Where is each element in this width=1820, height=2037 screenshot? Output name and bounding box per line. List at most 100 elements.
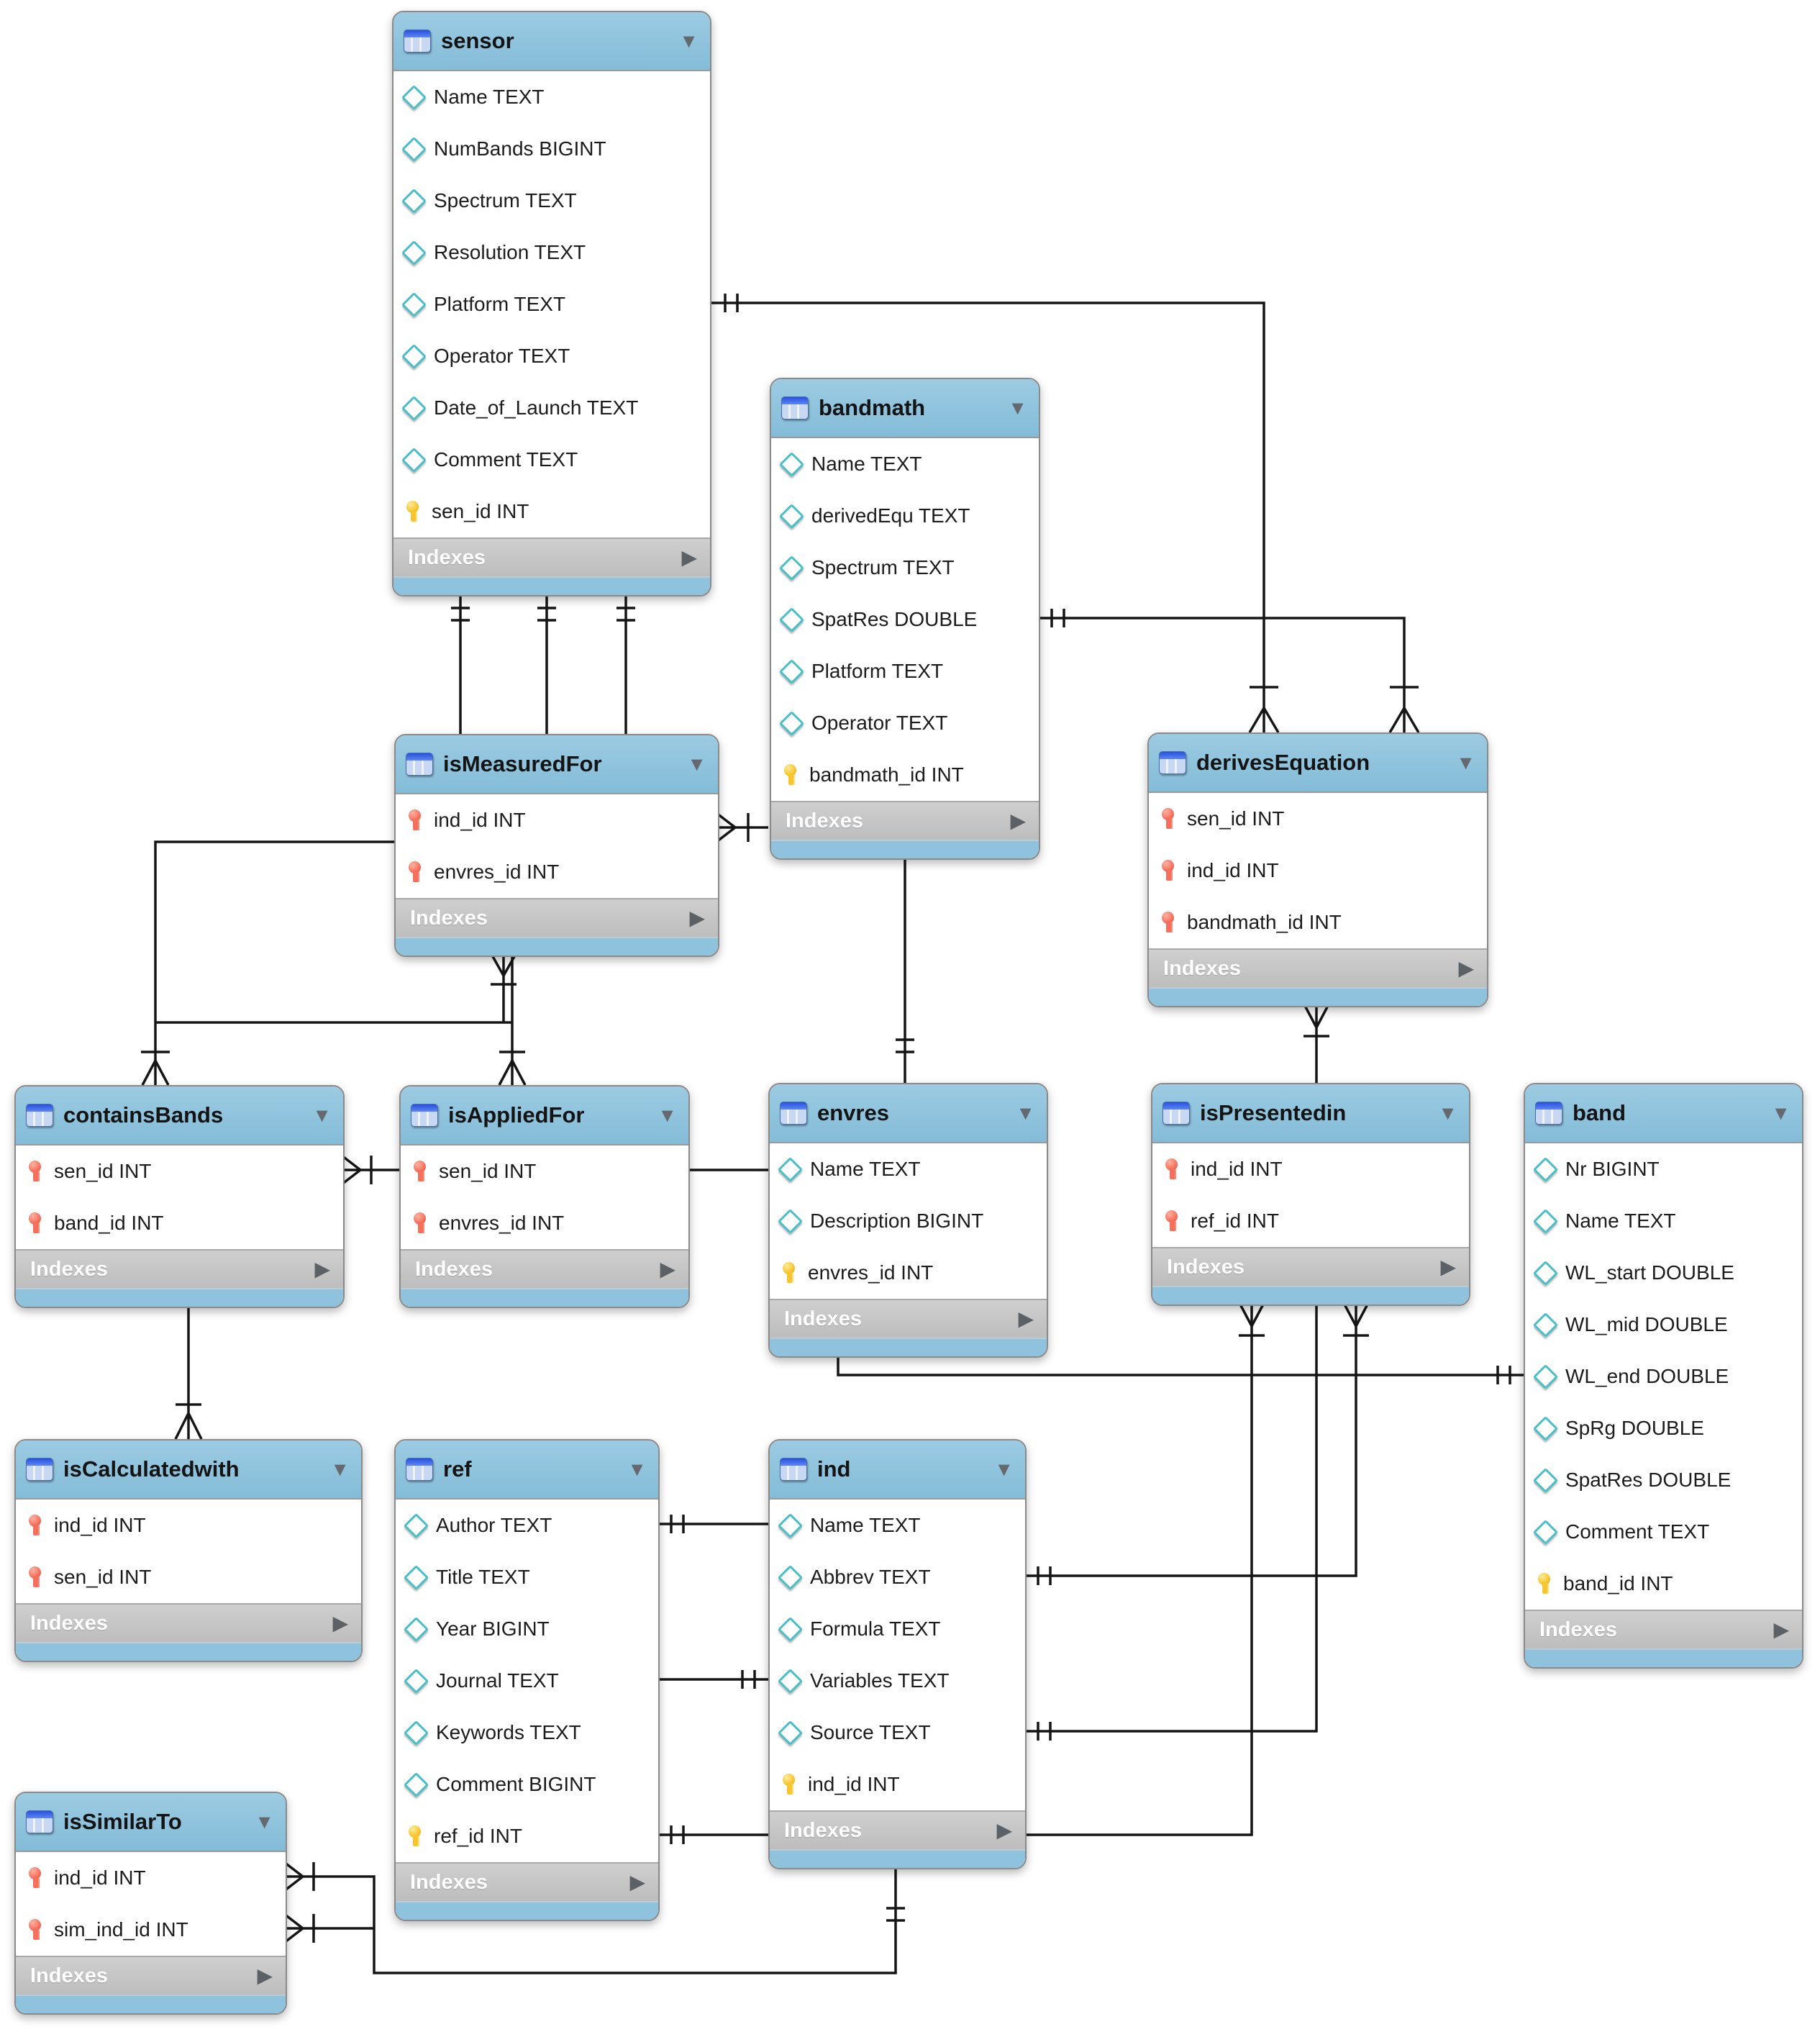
field-row[interactable]: sen_id INT — [16, 1551, 361, 1603]
connector-sensor-derivesEquation[interactable] — [709, 294, 1280, 733]
chevron-down-icon[interactable]: ▼ — [330, 1458, 350, 1480]
play-right-icon[interactable]: ▶ — [1440, 1256, 1456, 1278]
field-row[interactable]: sen_id INT — [401, 1145, 688, 1197]
field-row[interactable]: SpatRes DOUBLE — [771, 594, 1039, 645]
field-row[interactable]: Source TEXT — [770, 1707, 1025, 1759]
field-row[interactable]: ind_id INT — [1152, 1143, 1469, 1195]
field-row[interactable]: Description BIGINT — [770, 1195, 1047, 1247]
play-right-icon[interactable]: ▶ — [996, 1819, 1012, 1841]
connector-isMeasuredFor-bandmath[interactable] — [715, 812, 768, 843]
table-header-derivesEquation[interactable]: derivesEquation▼ — [1149, 734, 1487, 793]
field-row[interactable]: Name TEXT — [393, 71, 710, 123]
field-row[interactable]: Journal TEXT — [396, 1655, 658, 1707]
play-right-icon[interactable]: ▶ — [629, 1871, 645, 1893]
field-row[interactable]: WL_mid DOUBLE — [1525, 1299, 1802, 1351]
chevron-down-icon[interactable]: ▼ — [312, 1104, 332, 1126]
play-right-icon[interactable]: ▶ — [332, 1612, 348, 1634]
indexes-bar[interactable]: Indexes▶ — [393, 537, 710, 576]
table-header-isSimilarTo[interactable]: isSimilarTo▼ — [16, 1793, 286, 1852]
indexes-bar[interactable]: Indexes▶ — [396, 1862, 658, 1901]
indexes-bar[interactable]: Indexes▶ — [770, 1299, 1047, 1338]
chevron-down-icon[interactable]: ▼ — [658, 1104, 677, 1126]
field-row[interactable]: Comment TEXT — [393, 434, 710, 486]
field-row[interactable]: Resolution TEXT — [393, 227, 710, 278]
field-row[interactable]: sen_id INT — [393, 486, 710, 537]
field-row[interactable]: Name TEXT — [770, 1500, 1025, 1551]
connector-isMeasuredFor-bottom-crowfoot[interactable] — [489, 952, 518, 1022]
field-row[interactable]: Abbrev TEXT — [770, 1551, 1025, 1603]
field-row[interactable]: Name TEXT — [771, 438, 1039, 490]
field-row[interactable]: bandmath_id INT — [1149, 897, 1487, 948]
indexes-bar[interactable]: Indexes▶ — [770, 1810, 1025, 1849]
chevron-down-icon[interactable]: ▼ — [994, 1458, 1014, 1480]
field-row[interactable]: Comment BIGINT — [396, 1759, 658, 1810]
connector-ref-ind-1[interactable] — [657, 1515, 768, 1533]
field-row[interactable]: envres_id INT — [770, 1247, 1047, 1299]
indexes-bar[interactable]: Indexes▶ — [401, 1249, 688, 1288]
table-header-band[interactable]: band▼ — [1525, 1084, 1802, 1143]
indexes-bar[interactable]: Indexes▶ — [1149, 948, 1487, 987]
field-row[interactable]: Operator TEXT — [393, 330, 710, 382]
table-header-ref[interactable]: ref▼ — [396, 1441, 658, 1500]
field-row[interactable]: SpatRes DOUBLE — [1525, 1454, 1802, 1506]
play-right-icon[interactable]: ▶ — [681, 546, 697, 568]
indexes-bar[interactable]: Indexes▶ — [396, 898, 718, 937]
field-row[interactable]: Year BIGINT — [396, 1603, 658, 1655]
field-row[interactable]: band_id INT — [1525, 1558, 1802, 1610]
field-row[interactable]: NumBands BIGINT — [393, 123, 710, 175]
table-header-containsBands[interactable]: containsBands▼ — [16, 1086, 343, 1145]
chevron-down-icon[interactable]: ▼ — [1008, 396, 1027, 419]
field-row[interactable]: sen_id INT — [16, 1145, 343, 1197]
field-row[interactable]: Spectrum TEXT — [771, 542, 1039, 594]
table-header-isCalculatedwith[interactable]: isCalculatedwith▼ — [16, 1441, 361, 1500]
table-header-sensor[interactable]: sensor▼ — [393, 12, 710, 71]
indexes-bar[interactable]: Indexes▶ — [1152, 1247, 1469, 1286]
table-header-isAppliedFor[interactable]: isAppliedFor▼ — [401, 1086, 688, 1145]
field-row[interactable]: Operator TEXT — [771, 697, 1039, 749]
table-header-bandmath[interactable]: bandmath▼ — [771, 379, 1039, 438]
indexes-bar[interactable]: Indexes▶ — [16, 1603, 361, 1642]
chevron-down-icon[interactable]: ▼ — [255, 1810, 274, 1833]
field-row[interactable]: Platform TEXT — [771, 645, 1039, 697]
field-row[interactable]: band_id INT — [16, 1197, 343, 1249]
field-row[interactable]: ind_id INT — [770, 1759, 1025, 1810]
connector-isSimilarTo-ind-1[interactable] — [283, 1861, 905, 1974]
play-right-icon[interactable]: ▶ — [1458, 957, 1474, 979]
field-row[interactable]: SpRg DOUBLE — [1525, 1402, 1802, 1454]
chevron-down-icon[interactable]: ▼ — [1456, 751, 1475, 773]
connector-containsBands-isCalculatedwith[interactable] — [174, 1304, 203, 1440]
connector-sensor-isMeasuredFor-2[interactable] — [537, 592, 556, 734]
indexes-bar[interactable]: Indexes▶ — [1525, 1610, 1802, 1648]
connector-sensor-isAppliedFor[interactable] — [498, 953, 527, 1086]
field-row[interactable]: Title TEXT — [396, 1551, 658, 1603]
field-row[interactable]: WL_start DOUBLE — [1525, 1247, 1802, 1299]
chevron-down-icon[interactable]: ▼ — [1438, 1102, 1457, 1124]
field-row[interactable]: envres_id INT — [401, 1197, 688, 1249]
chevron-down-icon[interactable]: ▼ — [1771, 1102, 1791, 1124]
connector-sensor-isMeasuredFor-1[interactable] — [451, 592, 470, 734]
field-row[interactable]: Variables TEXT — [770, 1655, 1025, 1707]
field-row[interactable]: ind_id INT — [396, 794, 718, 846]
field-row[interactable]: Spectrum TEXT — [393, 175, 710, 227]
field-row[interactable]: envres_id INT — [396, 846, 718, 898]
play-right-icon[interactable]: ▶ — [1018, 1307, 1034, 1330]
indexes-bar[interactable]: Indexes▶ — [771, 801, 1039, 840]
indexes-bar[interactable]: Indexes▶ — [16, 1956, 286, 1995]
indexes-bar[interactable]: Indexes▶ — [16, 1249, 343, 1288]
field-row[interactable]: Platform TEXT — [393, 278, 710, 330]
chevron-down-icon[interactable]: ▼ — [1016, 1102, 1035, 1124]
field-row[interactable]: derivedEqu TEXT — [771, 490, 1039, 542]
field-row[interactable]: bandmath_id INT — [771, 749, 1039, 801]
connector-bandmath-derivesEquation[interactable] — [1037, 609, 1420, 733]
connector-derivesEquation-ind[interactable] — [1024, 1002, 1331, 1741]
field-row[interactable]: Author TEXT — [396, 1500, 658, 1551]
field-row[interactable]: Formula TEXT — [770, 1603, 1025, 1655]
field-row[interactable]: Date_of_Launch TEXT — [393, 382, 710, 434]
connector-sensor-isMeasuredFor-3[interactable] — [616, 592, 635, 734]
play-right-icon[interactable]: ▶ — [314, 1258, 330, 1280]
table-header-ind[interactable]: ind▼ — [770, 1441, 1025, 1500]
play-right-icon[interactable]: ▶ — [660, 1258, 675, 1280]
field-row[interactable]: ind_id INT — [16, 1500, 361, 1551]
field-row[interactable]: sim_ind_id INT — [16, 1904, 286, 1956]
play-right-icon[interactable]: ▶ — [689, 907, 705, 929]
